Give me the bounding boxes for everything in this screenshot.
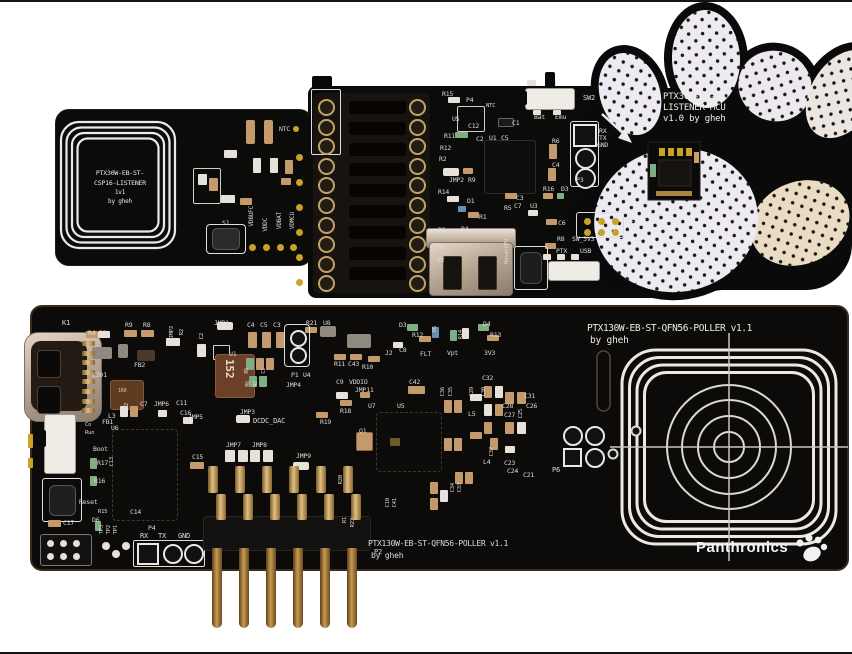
pcb-component [296, 279, 303, 286]
listener-board-left-section [55, 109, 313, 266]
poller-board [30, 305, 849, 571]
paw-board-title-1: PTX30W-EB-CB [663, 92, 726, 102]
paw-board-title-3: v1.0 by gheh [663, 114, 726, 124]
paw-board-title-2: LISTENER MCU [663, 103, 726, 113]
listener-board-mid-section [308, 86, 660, 298]
